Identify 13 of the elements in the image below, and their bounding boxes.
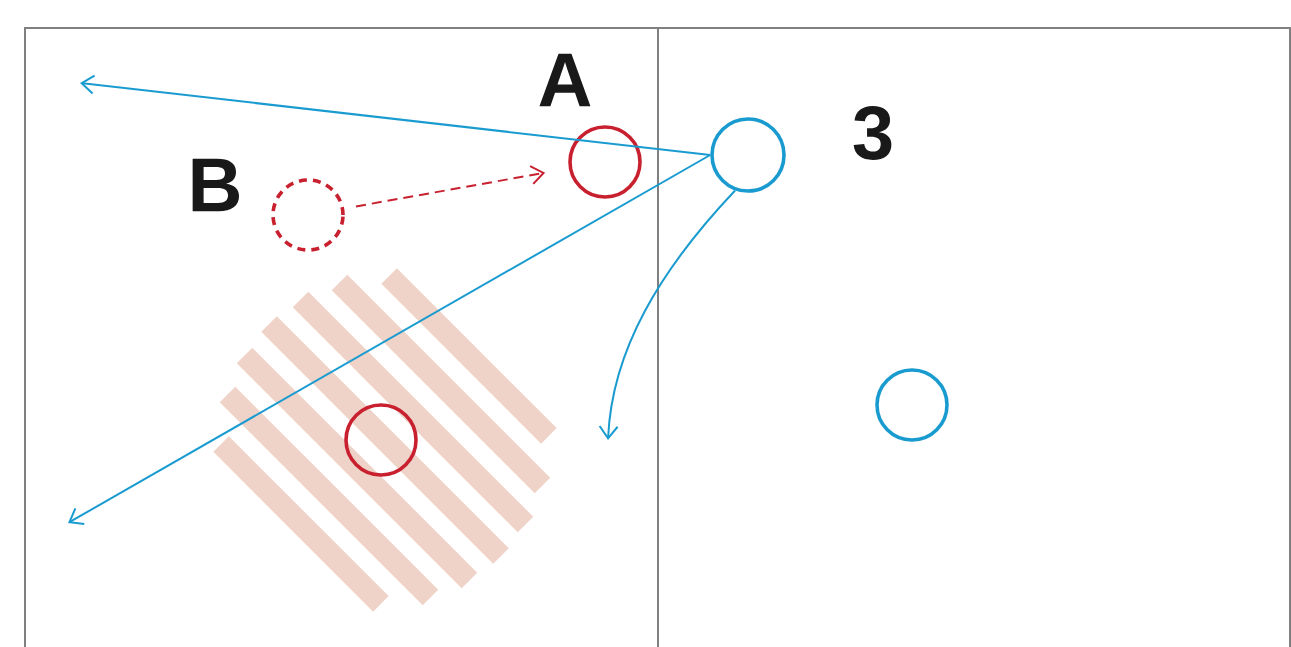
circle-marker	[271, 178, 345, 252]
circle-marker	[710, 117, 786, 193]
arrow	[68, 154, 712, 525]
arrow	[355, 165, 546, 208]
letter-label: 3	[853, 106, 892, 160]
arrow	[80, 74, 712, 156]
letter-label: A	[539, 53, 591, 107]
circle-marker	[568, 125, 642, 199]
letter-label: B	[192, 158, 239, 212]
circle-marker	[344, 403, 418, 477]
arrow	[598, 189, 737, 440]
circle-marker	[875, 368, 949, 442]
hatched-disc	[213, 268, 557, 612]
